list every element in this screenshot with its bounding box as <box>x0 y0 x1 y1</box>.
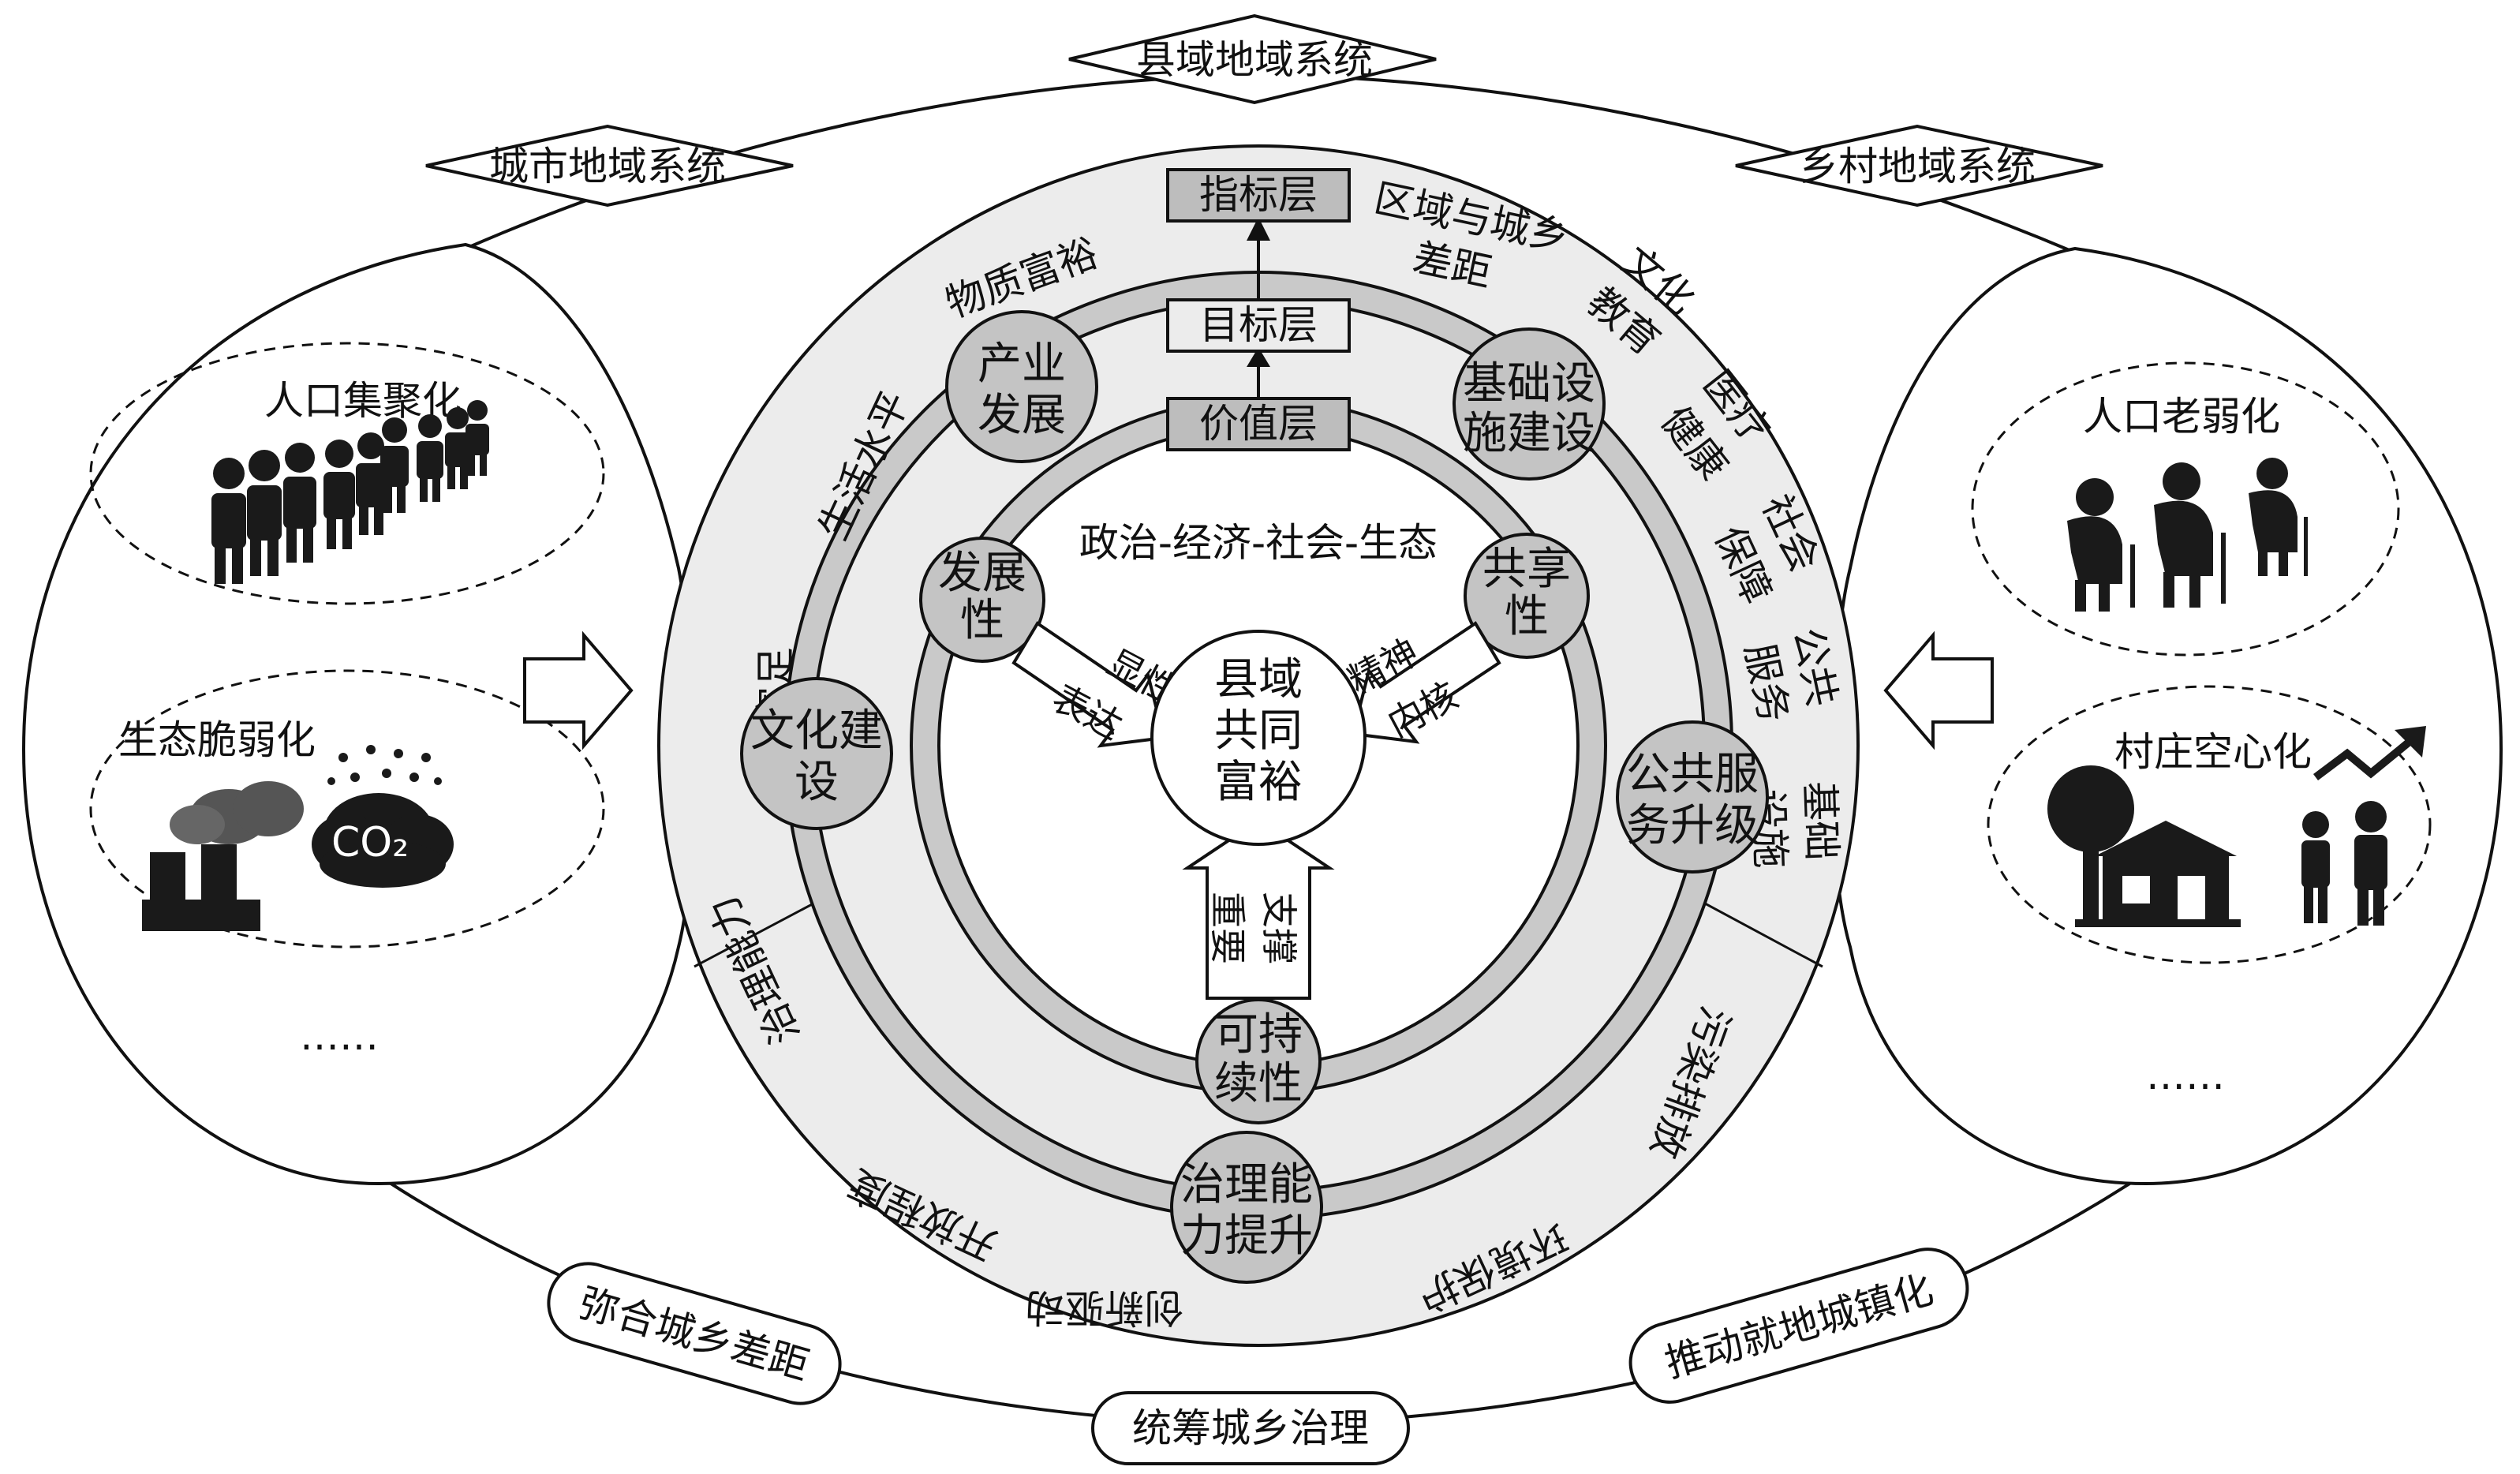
svg-text:支撑: 支撑 <box>1258 892 1300 964</box>
dimensions-label: 政治-经济-社会-生态 <box>1079 520 1438 566</box>
factory-icon <box>142 781 304 931</box>
value-layer-box <box>1166 397 1351 451</box>
public-service-node <box>1616 720 1769 874</box>
svg-text:指标层: 指标层 <box>1199 172 1318 218</box>
crowd-icon <box>211 400 489 584</box>
value-nodes: 发展 性 共享 性 可持 续性 <box>919 533 1590 1124</box>
svg-text:性: 性 <box>960 595 1004 646</box>
governance-node <box>1170 1131 1323 1284</box>
layer-boxes: 指标层 目标层 价值层 <box>1166 168 1351 451</box>
right-hollow-arrow <box>1883 630 1994 750</box>
svg-text:目标层: 目标层 <box>1199 302 1318 348</box>
svg-text:公共服: 公共服 <box>1626 749 1759 800</box>
svg-text:共享: 共享 <box>1482 544 1571 595</box>
right-rural-panel: 人口老弱化 村庄空心化 …… <box>1830 246 2503 1186</box>
aging-ellipse <box>1971 361 2400 657</box>
svg-text:乡村地域系统: 乡村地域系统 <box>1799 144 2036 189</box>
svg-text:富裕: 富裕 <box>1214 757 1303 808</box>
goal-layer-box <box>1166 298 1351 353</box>
aging-label: 人口老弱化 <box>2083 394 2280 440</box>
left-hollow-arrow <box>523 630 634 750</box>
svg-text:基础设: 基础设 <box>1463 358 1595 410</box>
ecology-ellipse <box>89 669 605 948</box>
svg-text:统筹城乡治理: 统筹城乡治理 <box>1132 1405 1369 1451</box>
culture-node <box>740 677 893 830</box>
svg-text:可持: 可持 <box>1214 1009 1303 1061</box>
svg-text:价值层: 价值层 <box>1199 401 1318 447</box>
co2-cloud-icon: CO₂ <box>312 745 454 888</box>
city-system-diamond: 城市地域系统 <box>425 124 794 208</box>
svg-text:发展: 发展 <box>978 390 1066 441</box>
house-tree-icon <box>2047 765 2241 927</box>
left-ellipsis: …… <box>300 1013 379 1059</box>
hollow-label: 村庄空心化 <box>2114 729 2312 775</box>
svg-text:续性: 续性 <box>1214 1058 1303 1109</box>
svg-text:基础: 基础 <box>1797 780 1845 861</box>
bottom-inner-arrow <box>1182 818 1335 1000</box>
right-ellipsis: …… <box>2146 1053 2225 1098</box>
svg-text:产业: 产业 <box>978 339 1066 390</box>
svg-text:共同: 共同 <box>1214 705 1303 757</box>
svg-text:发展: 发展 <box>938 548 1026 599</box>
svg-text:文化建: 文化建 <box>750 705 883 757</box>
population-cluster-ellipse <box>89 342 605 605</box>
svg-text:务升级: 务升级 <box>1626 800 1759 851</box>
svg-text:设: 设 <box>795 757 839 808</box>
svg-text:治理能: 治理能 <box>1180 1159 1313 1210</box>
svg-text:城市地域系统: 城市地域系统 <box>489 144 726 189</box>
ecology-label: 生态脆弱化 <box>118 717 316 763</box>
bridge-gap-tag: 弥合城乡差距 <box>547 1262 842 1405</box>
svg-text:重要: 重要 <box>1206 892 1249 964</box>
industry-node <box>945 310 1098 463</box>
development-node <box>919 537 1045 663</box>
left-city-panel: 人口集聚化 生态脆弱化 CO₂ <box>21 242 695 1186</box>
indicator-layer-box <box>1166 168 1351 223</box>
sharing-node <box>1464 533 1590 659</box>
coordinate-governance-tag: 统筹城乡治理 <box>1091 1391 1410 1465</box>
svg-text:力提升: 力提升 <box>1180 1210 1313 1262</box>
rural-system-diamond: 乡村地域系统 <box>1735 124 2103 208</box>
elderly-icon <box>2067 458 2308 612</box>
county-system-diamond: 县域地域系统 <box>1068 13 1437 105</box>
urbanization-tag: 推动就地城镇化 <box>1628 1248 1969 1404</box>
svg-text:县域地域系统: 县域地域系统 <box>1136 37 1373 83</box>
svg-text:创新驱动: 创新驱动 <box>1026 1285 1183 1330</box>
left-inner-arrow <box>1011 621 1166 748</box>
svg-text:县域: 县域 <box>1214 654 1303 705</box>
right-inner-arrow <box>1351 621 1501 744</box>
svg-text:施建设: 施建设 <box>1463 408 1595 459</box>
hollow-ellipse <box>1987 685 2432 964</box>
people-growth-icon <box>2301 726 2426 926</box>
center-circle <box>1150 630 1367 846</box>
svg-text:性: 性 <box>1505 591 1549 642</box>
co2-label: CO₂ <box>331 819 409 866</box>
goal-nodes: 产业 发展 基础设 施建设 文化建 设 公共服 务升级 治理能 力提升 <box>740 310 1769 1284</box>
infra-node <box>1453 327 1606 481</box>
